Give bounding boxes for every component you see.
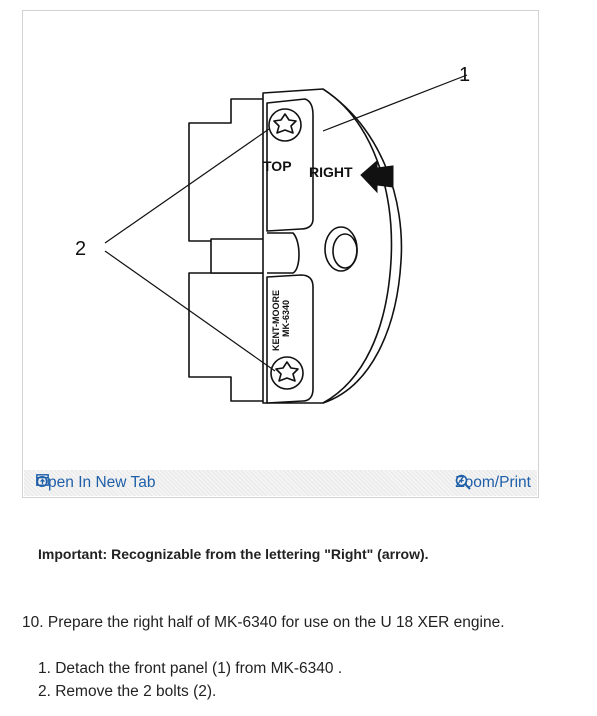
zoom-print-link[interactable]: Zoom/Print [455, 474, 531, 492]
figure-toolbar: Open In New Tab Zoom/Print [24, 470, 537, 496]
open-in-new-tab-link[interactable]: Open In New Tab [36, 474, 155, 492]
open-in-new-tab-icon [36, 474, 49, 486]
tool-illustration: 1 2 TOP RIGHT KENT-MOORE MK-6340 [75, 64, 470, 404]
zoom-print-label: Zoom/Print [455, 474, 531, 491]
figure-frame: 1 2 TOP RIGHT KENT-MOORE MK-6340 Open In… [22, 10, 539, 498]
label-maker: KENT-MOORE [271, 290, 281, 351]
arrow-icon [360, 159, 394, 194]
important-note: Important: Recognizable from the letteri… [38, 546, 429, 562]
step-10: 10. Prepare the right half of MK-6340 fo… [22, 614, 505, 631]
magnifier-icon [455, 474, 471, 490]
back-block-upper [188, 98, 268, 242]
callout-1: 1 [459, 64, 470, 86]
substep-1: 1. Detach the front panel (1) from MK-63… [38, 660, 343, 677]
label-part-no: MK-6340 [281, 300, 291, 337]
open-in-new-tab-label: Open In New Tab [36, 474, 156, 491]
substep-2: 2. Remove the 2 bolts (2). [38, 683, 217, 700]
callout-2: 2 [75, 238, 86, 260]
label-right: RIGHT [309, 164, 353, 180]
back-block-lower [188, 272, 268, 402]
label-top: TOP [263, 158, 292, 174]
